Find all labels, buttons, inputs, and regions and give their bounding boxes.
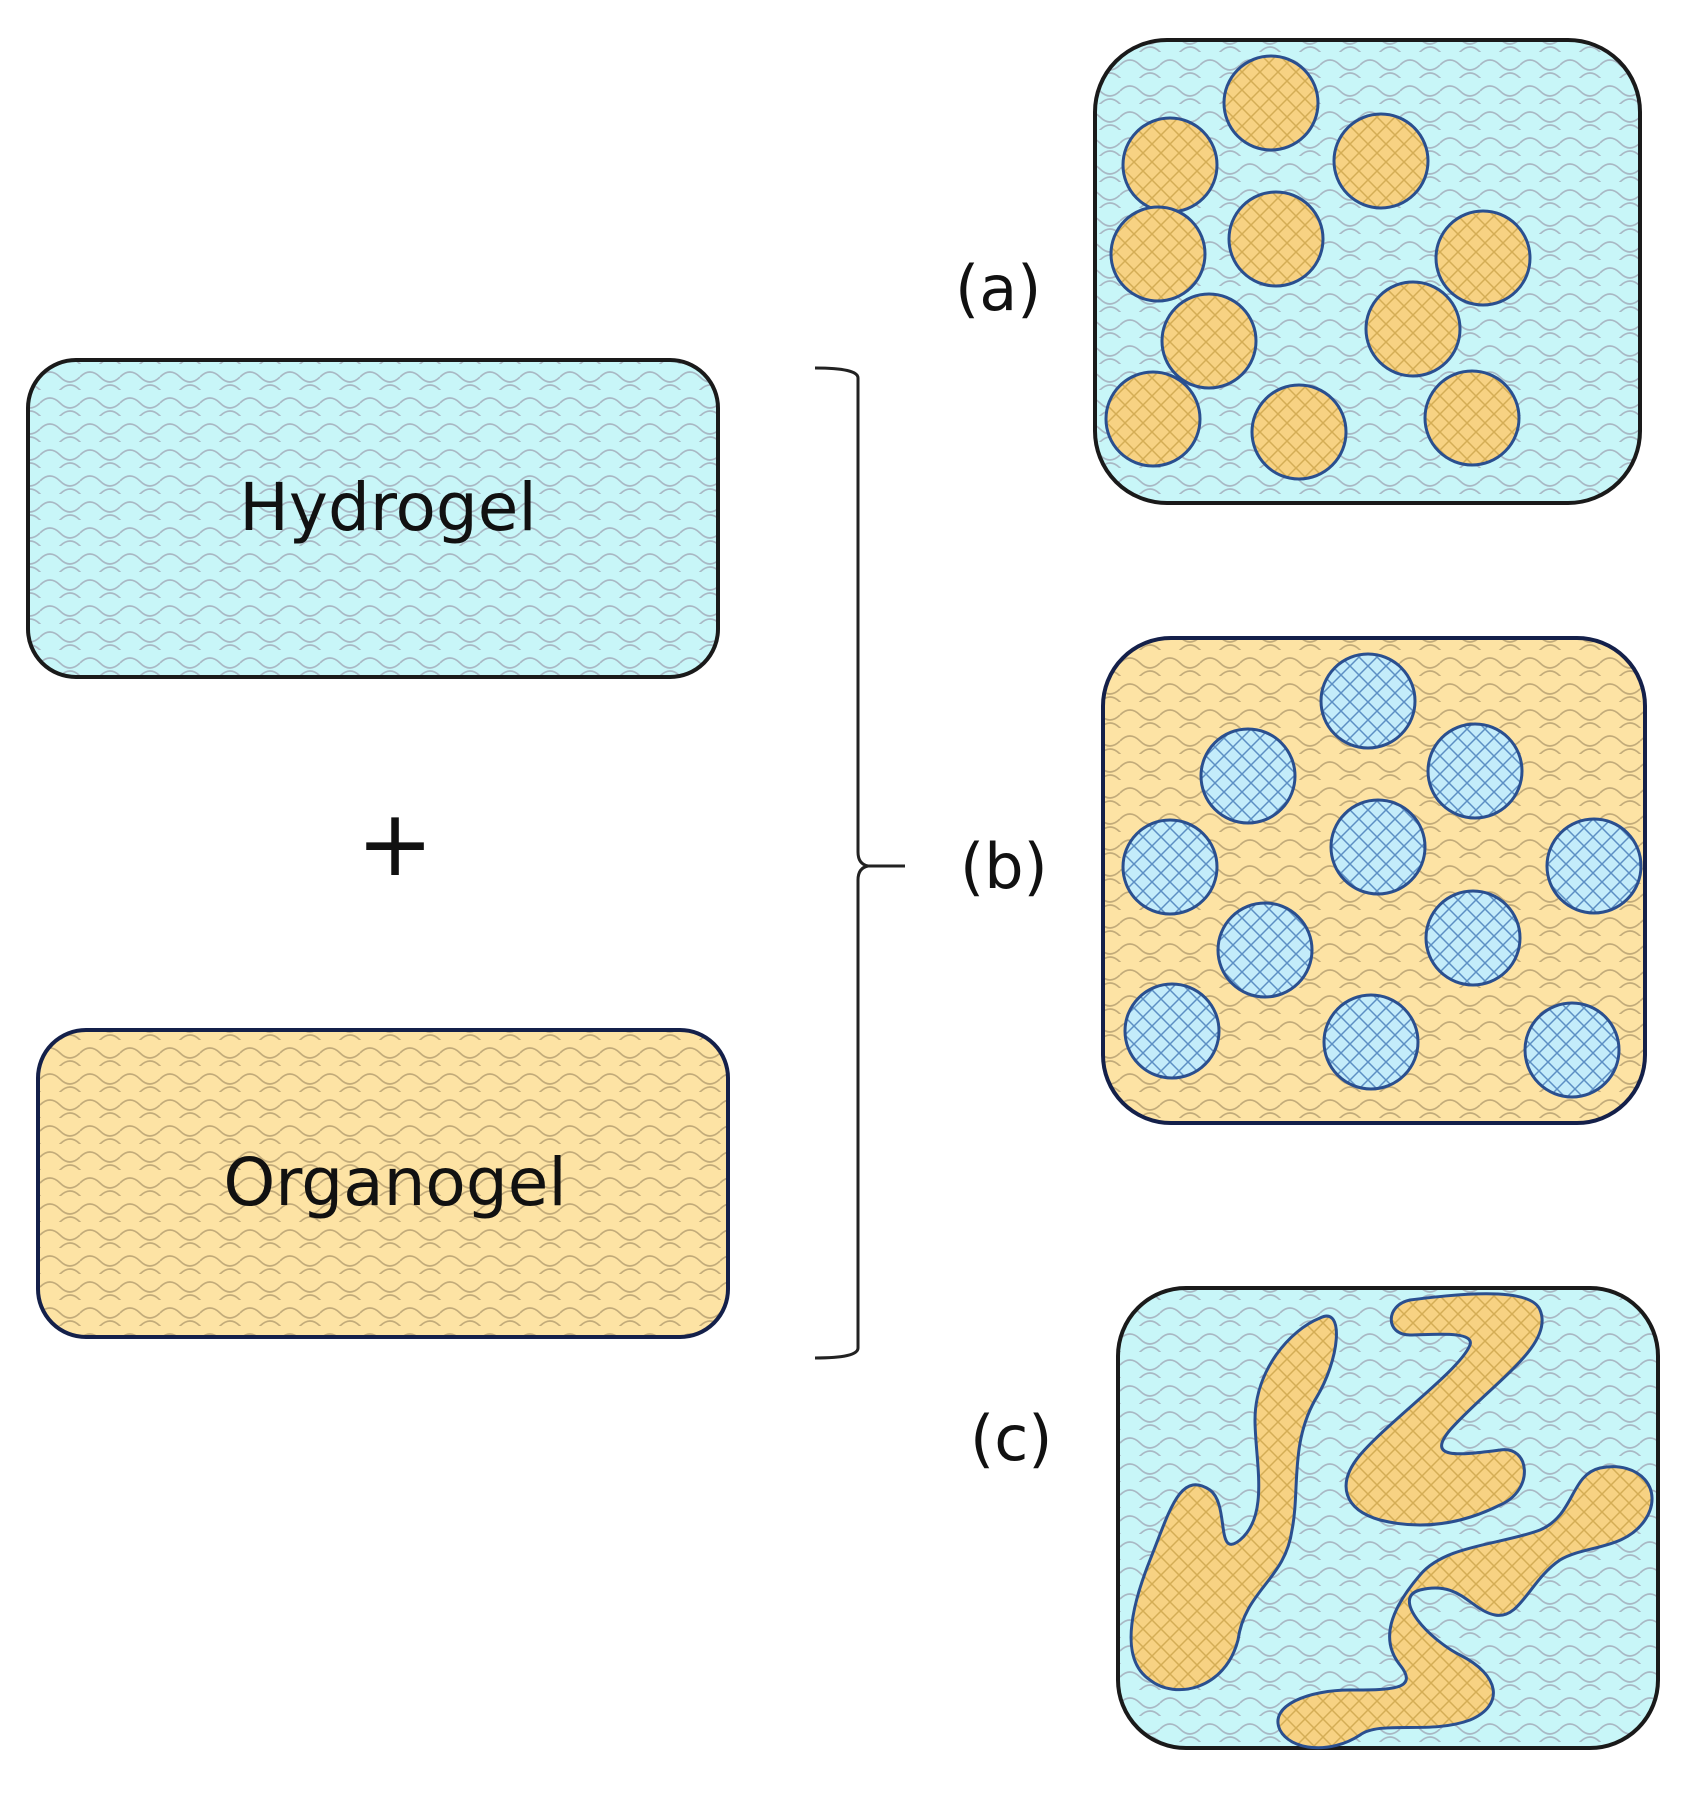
hydrogel-droplet: [1121, 818, 1219, 916]
organogel-droplet: [1434, 209, 1532, 307]
hydrogel-droplet: [1123, 982, 1221, 1080]
organogel-droplet: [1222, 54, 1320, 152]
organogel-box: Organogel: [36, 1028, 730, 1339]
hydrogel-label: Hydrogel: [239, 469, 536, 546]
variant-a-label: (a): [955, 252, 1041, 325]
organogel-droplet: [1332, 112, 1430, 210]
hydrogel-droplet: [1319, 652, 1417, 750]
hydrogel-droplet: [1523, 1001, 1621, 1099]
hydrogel-droplet: [1329, 798, 1427, 896]
organogel-label: Organogel: [223, 1144, 566, 1221]
panel-a-organogel-in-hydrogel: [1093, 38, 1642, 505]
hydrogel-droplet: [1424, 889, 1522, 987]
organogel-droplet: [1227, 190, 1325, 288]
organogel-droplet: [1109, 205, 1207, 303]
organogel-domain-3: [1276, 1465, 1654, 1750]
hydrogel-droplet: [1199, 727, 1297, 825]
organogel-domain-2: [1344, 1292, 1544, 1527]
panel-b-hydrogel-in-organogel: [1101, 636, 1647, 1125]
hydrogel-droplet: [1322, 993, 1420, 1091]
variant-c-label: (c): [970, 1402, 1052, 1475]
hydrogel-droplet: [1216, 901, 1314, 999]
hydrogel-droplet: [1426, 722, 1524, 820]
combination-bracket: [814, 366, 905, 1360]
organogel-domain-1: [1129, 1314, 1338, 1692]
organogel-droplet: [1364, 280, 1462, 378]
organogel-droplet: [1423, 369, 1521, 467]
panel-c-bicontinuous: [1116, 1286, 1660, 1750]
plus-sign: +: [356, 790, 433, 897]
organogel-droplet: [1104, 370, 1202, 468]
organogel-droplet: [1160, 292, 1258, 390]
variant-b-label: (b): [960, 830, 1048, 903]
organogel-droplet: [1250, 383, 1348, 481]
organogel-droplet: [1121, 116, 1219, 214]
hydrogel-droplet: [1545, 817, 1643, 915]
hydrogel-box: Hydrogel: [26, 358, 720, 679]
